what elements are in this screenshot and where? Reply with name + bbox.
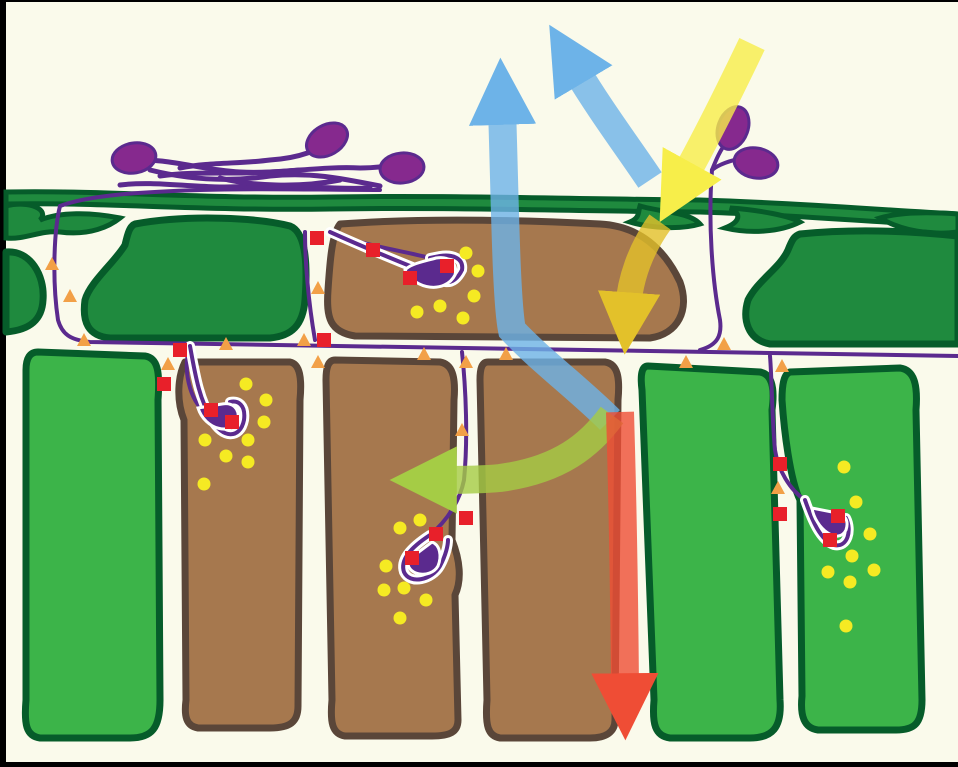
yellow-dot bbox=[457, 312, 470, 325]
yellow-dot bbox=[460, 247, 473, 260]
red-square bbox=[429, 527, 443, 541]
yellow-dot bbox=[846, 550, 859, 563]
red-square bbox=[440, 259, 454, 273]
yellow-dot bbox=[822, 566, 835, 579]
red-square bbox=[204, 403, 218, 417]
red-square bbox=[366, 243, 380, 257]
red-square bbox=[405, 551, 419, 565]
yellow-dot bbox=[468, 290, 481, 303]
red-square bbox=[310, 231, 324, 245]
red-square bbox=[173, 343, 187, 357]
yellow-dot bbox=[838, 461, 851, 474]
red-square bbox=[157, 377, 171, 391]
yellow-dot bbox=[242, 456, 255, 469]
yellow-dot bbox=[260, 394, 273, 407]
yellow-dot bbox=[414, 514, 427, 527]
yellow-dot bbox=[378, 584, 391, 597]
red-square bbox=[459, 511, 473, 525]
red-square bbox=[225, 415, 239, 429]
yellow-dot bbox=[420, 594, 433, 607]
green-cell-lower-2 bbox=[641, 366, 780, 738]
green-cell-lower-1 bbox=[25, 352, 160, 738]
yellow-dot bbox=[198, 478, 211, 491]
yellow-dot bbox=[840, 620, 853, 633]
yellow-dot bbox=[242, 434, 255, 447]
red-square bbox=[773, 457, 787, 471]
arrow-red-down bbox=[620, 412, 625, 690]
yellow-dot bbox=[868, 564, 881, 577]
red-square bbox=[403, 271, 417, 285]
yellow-dot bbox=[850, 496, 863, 509]
yellow-dot bbox=[394, 522, 407, 535]
yellow-dot bbox=[434, 300, 447, 313]
red-square bbox=[773, 507, 787, 521]
green-cell-lower-3 bbox=[782, 368, 922, 730]
yellow-dot bbox=[411, 306, 424, 319]
yellow-dot bbox=[220, 450, 233, 463]
yellow-dot bbox=[394, 612, 407, 625]
yellow-dot bbox=[199, 434, 212, 447]
yellow-dot bbox=[240, 378, 253, 391]
yellow-dot bbox=[844, 576, 857, 589]
yellow-dot bbox=[472, 265, 485, 278]
red-square bbox=[317, 333, 331, 347]
red-square bbox=[831, 509, 845, 523]
red-square bbox=[823, 533, 837, 547]
yellow-dot bbox=[864, 528, 877, 541]
yellow-dot bbox=[380, 560, 393, 573]
yellow-dot bbox=[258, 416, 271, 429]
yellow-dot bbox=[398, 582, 411, 595]
